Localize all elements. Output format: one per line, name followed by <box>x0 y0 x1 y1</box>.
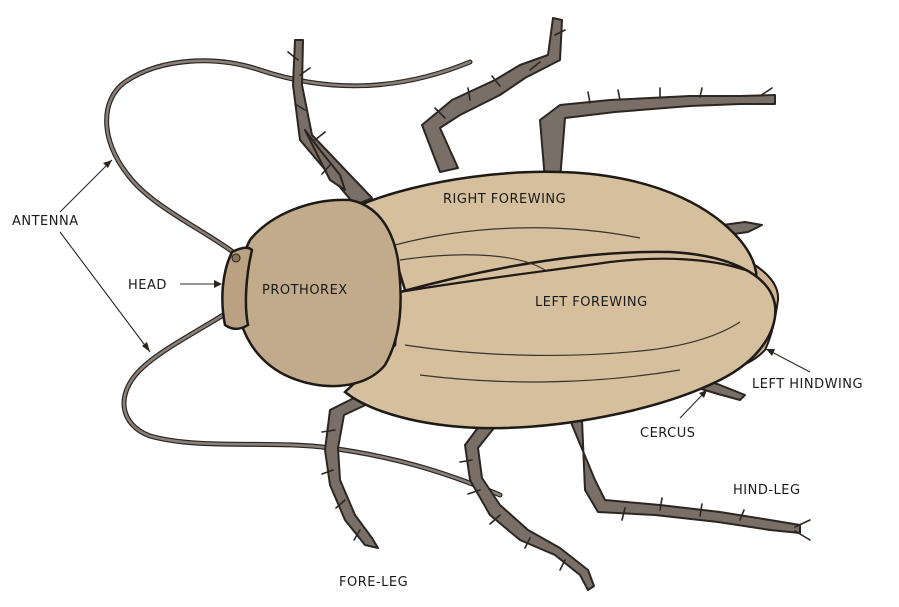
left-mid-leg <box>465 425 594 590</box>
label-prothorex: PROTHOREX <box>262 283 348 298</box>
label-head: HEAD <box>128 278 167 293</box>
label-left-hindwing: LEFT HINDWING <box>752 377 863 392</box>
label-right-forewing: RIGHT FOREWING <box>443 192 566 207</box>
hindwing-arrow <box>768 350 810 372</box>
label-antenna: ANTENNA <box>12 214 79 229</box>
right-hind-leg <box>540 95 775 180</box>
label-hind-leg: HIND-LEG <box>733 483 801 498</box>
label-cercus: CERCUS <box>640 426 696 441</box>
right-mid-leg <box>422 18 562 172</box>
left-fore-leg <box>325 395 378 548</box>
label-fore-leg: FORE-LEG <box>339 575 408 590</box>
body <box>222 172 778 428</box>
antenna-arrow-upper <box>60 160 112 212</box>
label-left-forewing: LEFT FOREWING <box>535 295 648 310</box>
